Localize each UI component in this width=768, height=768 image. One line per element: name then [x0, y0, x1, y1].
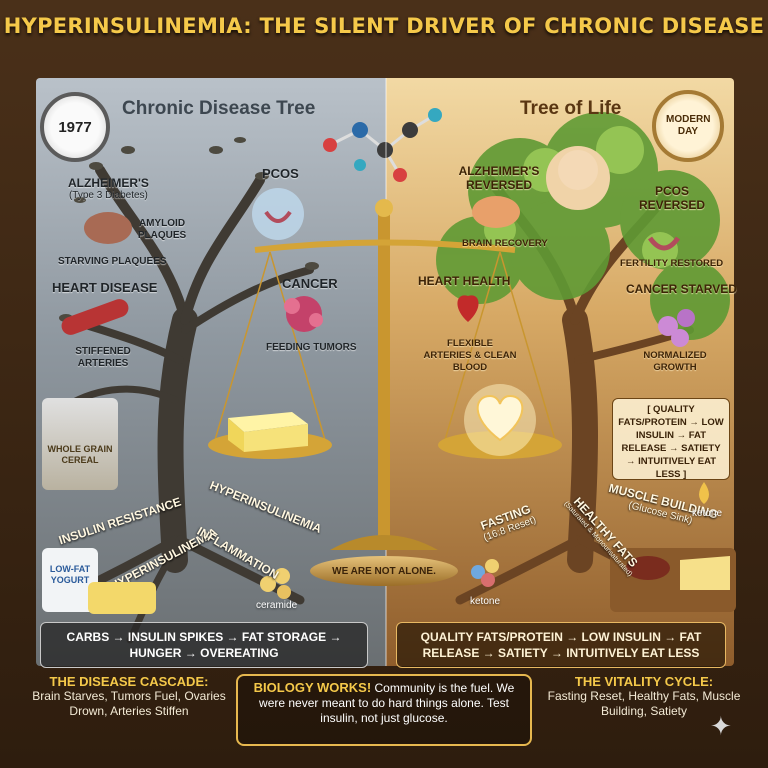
disease-cascade-title: THE DISEASE CASCADE: [49, 674, 209, 689]
label-alzheimers-reversed: ALZHEIMER'S REVERSED [458, 164, 540, 192]
butter-tub [88, 582, 156, 614]
heart-organ-icon [457, 295, 479, 322]
biology-works-text: Community is the fuel. We were never mea… [259, 681, 515, 725]
brain-icon-right [472, 196, 520, 228]
ceramide-molecule-icon [260, 568, 291, 599]
label-alzheimers-left: ALZHEIMER'S (Type 3 Diabetes) [68, 176, 149, 201]
label-ketone-right: ketone [692, 508, 723, 519]
ketone-drop-icon [699, 482, 709, 504]
uterus-icon-right [647, 236, 681, 251]
molecule-icon [323, 108, 442, 182]
alzheimers-subtitle: (Type 3 Diabetes) [68, 190, 148, 201]
left-cascade-box: CARBS → INSULIN SPIKES → FAT STORAGE → H… [40, 622, 368, 668]
label-feeding-tumors: FEEDING TUMORS [266, 342, 357, 353]
label-heart-disease: HEART DISEASE [52, 280, 158, 295]
label-heart-health: HEART HEALTH [418, 274, 511, 288]
label-amyloid: AMYLOID PLAQUES [137, 218, 187, 241]
yogurt-label: LOW-FAT YOGURT [49, 564, 91, 585]
steak-cheese-board [610, 548, 736, 612]
tumor-icon-left [284, 296, 323, 332]
clock-year-label: 1977 [58, 118, 92, 136]
label-flexible-arteries: FLEXIBLE ARTERIES & CLEAN BLOOD [423, 338, 517, 373]
page-title: HYPERINSULINEMIA: THE SILENT DRIVER OF C… [3, 14, 765, 38]
portrait-icon [546, 146, 610, 210]
cereal-bag: WHOLE GRAIN CEREAL [42, 398, 118, 490]
label-stiffened-arteries: STIFFENED ARTERIES [75, 346, 131, 369]
ketone-molecule-icon [471, 559, 499, 587]
left-panel-heading: Chronic Disease Tree [122, 98, 316, 119]
vitality-cycle-caption: THE VITALITY CYCLE: Fasting Reset, Healt… [540, 674, 748, 746]
uterus-icon-left [252, 188, 304, 240]
label-fertility-restored: FERTILITY RESTORED [620, 258, 724, 269]
artery-icon-left [61, 299, 129, 335]
scale-base-plaque: WE ARE NOT ALONE. [310, 556, 458, 586]
biology-works-title: BIOLOGY WORKS! [253, 680, 372, 695]
label-starving: STARVING PLAQUEES [58, 256, 167, 267]
right-panel-heading: Tree of Life [520, 98, 622, 119]
label-normalized-growth: NORMALIZED GROWTH [643, 350, 707, 373]
glowing-heart-icon [464, 384, 536, 456]
label-cancer-starved: CANCER STARVED [626, 282, 737, 296]
biology-works-caption: BIOLOGY WORKS! Community is the fuel. We… [236, 674, 532, 746]
alzheimers-title: ALZHEIMER'S [68, 176, 149, 190]
right-cycle-box: QUALITY FATS/PROTEIN → LOW INSULIN → FAT… [396, 622, 726, 668]
label-pcos-reversed: PCOS REVERSED [638, 184, 706, 212]
label-ceramide: ceramide [256, 600, 298, 611]
clock-modern-day-icon: MODERN DAY [652, 90, 724, 162]
butter-block [228, 412, 308, 452]
disease-cascade-caption: THE DISEASE CASCADE: Brain Starves, Tumo… [20, 674, 238, 746]
disease-cascade-text: Brain Starves, Tumors Fuel, Ovaries Drow… [32, 689, 226, 718]
label-ketone-center: ketone [470, 596, 501, 607]
vitality-cycle-text: Fasting Reset, Healthy Fats, Muscle Buil… [547, 689, 741, 718]
side-cycle-box: [ QUALITY FATS/PROTEIN → LOW INSULIN → F… [612, 398, 730, 480]
label-cancer-left: CANCER [282, 276, 338, 291]
clock-1977-icon: 1977 [40, 92, 110, 162]
chronic-disease-tree [55, 165, 314, 644]
label-brain-recovery: BRAIN RECOVERY [462, 238, 548, 249]
clock-modern-label: MODERN DAY [666, 114, 711, 137]
label-pcos-left: PCOS [262, 166, 299, 181]
brain-icon-left [84, 212, 132, 244]
dead-leaves [51, 137, 319, 412]
vitality-cycle-title: THE VITALITY CYCLE: [574, 674, 714, 689]
cereal-label: WHOLE GRAIN CEREAL [47, 444, 113, 465]
sparkle-icon: ✦ [710, 712, 732, 742]
cells-icon [658, 309, 695, 347]
